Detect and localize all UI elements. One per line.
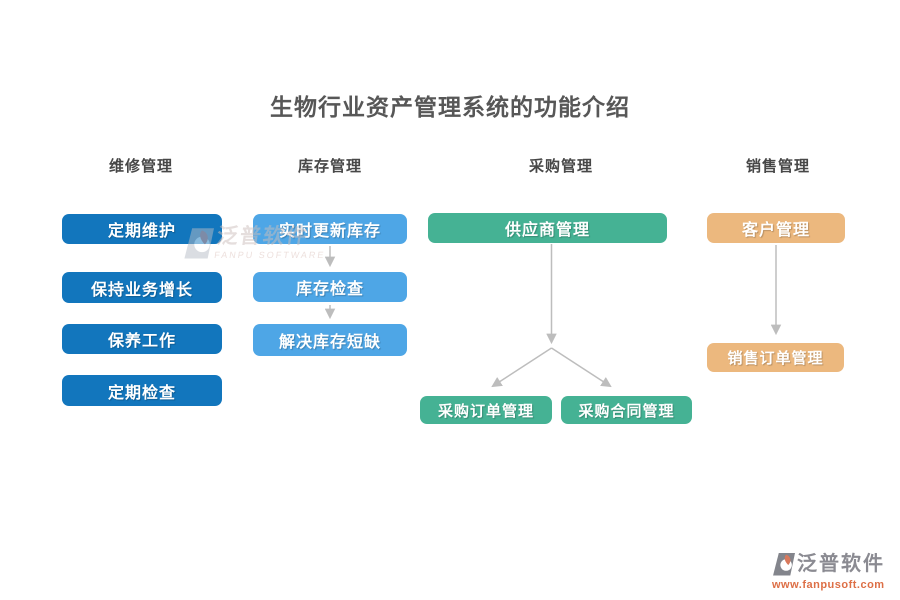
node-resolve-stock-shortage: 解决库存短缺	[253, 324, 407, 356]
column-header-inventory: 库存管理	[297, 159, 362, 175]
fanpu-logo-icon	[773, 553, 795, 576]
node-upkeep-work: 保养工作	[62, 324, 222, 354]
watermark-brand-en-text: FANPU SOFTWARE	[213, 250, 327, 260]
node-sustain-business-growth: 保持业务增长	[62, 272, 222, 303]
page-title: 生物行业资产管理系统的功能介绍	[270, 95, 630, 120]
column-header-sales: 销售管理	[745, 159, 810, 175]
column-header-maintenance: 维修管理	[108, 159, 173, 175]
node-purchase-contract-management: 采购合同管理	[561, 396, 692, 424]
node-purchase-order-management: 采购订单管理	[420, 396, 552, 424]
node-periodic-inspection: 定期检查	[62, 375, 222, 406]
column-header-procurement: 采购管理	[528, 159, 593, 175]
node-customer-management: 客户管理	[707, 213, 845, 243]
watermark-brand-text: 泛普软件	[797, 553, 885, 575]
node-stock-check: 库存检查	[253, 272, 407, 302]
node-realtime-stock-update: 实时更新库存	[253, 214, 407, 244]
node-regular-maintenance: 定期维护	[62, 214, 222, 244]
node-sales-order-management: 销售订单管理	[707, 343, 844, 372]
watermark-url-text: www.fanpusoft.com	[772, 579, 885, 591]
watermark-corner: 泛普软件 www.fanpusoft.com	[772, 551, 898, 591]
node-supplier-management: 供应商管理	[428, 213, 667, 243]
